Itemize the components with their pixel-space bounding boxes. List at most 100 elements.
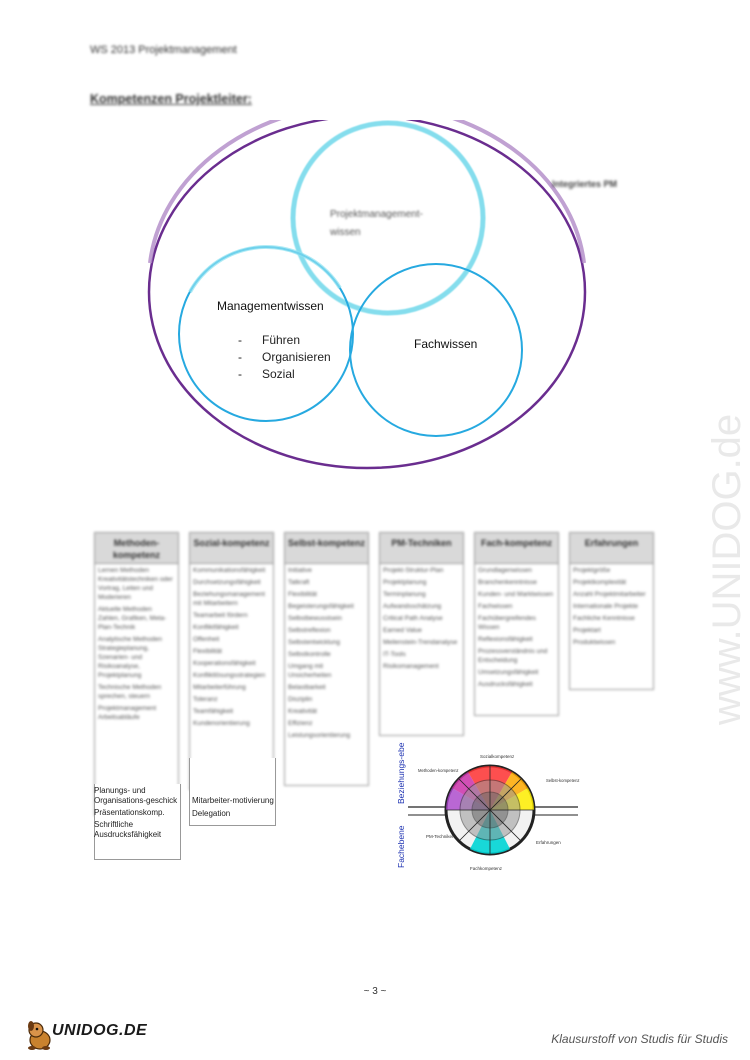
list-item: Projektkomplexität (573, 579, 627, 586)
column-body: Kommunikationsfähigkeit Durchsetzungsfäh… (189, 564, 274, 790)
list-item: Präsentationskomp. (94, 808, 165, 817)
list-item: Ausdrucksfähigkeit (478, 681, 533, 688)
axis-domain-label: Fachebene (396, 825, 406, 868)
domain-knowledge-circle (349, 263, 523, 437)
wheel-label-left-bottom: PM-Techniken (426, 834, 455, 839)
table-column: Erfahrungen Projektgröße Projektkomplexi… (569, 532, 654, 690)
list-item: Projektgröße (573, 567, 611, 574)
wheel-label-top: Sozialkompetenz (480, 754, 515, 759)
column-header: Fach-kompetenz (474, 532, 559, 564)
list-item: Earned Value (383, 627, 422, 634)
management-circle-top-highlight (188, 245, 342, 293)
competency-venn-diagram (147, 120, 587, 470)
logo-text: UNIDOG.DE (52, 1022, 148, 1039)
list-item: Konfliktfähigkeit (193, 624, 239, 631)
column-header: Selbst-kompetenz (284, 532, 369, 564)
watermark: www.UNIDOG.de (705, 414, 749, 726)
list-item: Projektmanagement Arbeitsabläufe (98, 705, 157, 721)
pm-knowledge-circle (290, 120, 486, 316)
list-item: Risikomanagement (383, 663, 439, 670)
list-item: Fachwissen (478, 603, 513, 610)
integrated-pm-label: Integriertes PM (552, 179, 618, 189)
column-header: Sozial-kompetenz (189, 532, 274, 564)
pm-knowledge-label: Projektmanagement-wissen (330, 209, 423, 238)
list-item: Beziehungsmanagement mit Mitarbeitern (193, 591, 265, 607)
list-item: Kreativität (288, 708, 317, 715)
list-item: Branchenkenntnisse (478, 579, 537, 586)
list-item: Meilenstein-Trendanalyse (383, 639, 458, 646)
list-item: Delegation (192, 809, 231, 818)
page-number: ~ 3 ~ (363, 986, 387, 997)
competency-wheel-diagram: Beziehungs-ebene Fachebene Sozialkompete… (396, 742, 580, 871)
domain-knowledge-label: Fachwissen (414, 337, 478, 351)
list-item: Effizienz (288, 720, 313, 727)
list-item: Begeisterungsfähigkeit (288, 603, 354, 610)
list-item: Kommunikationsfähigkeit (193, 567, 266, 574)
list-item: Umgang mit Unsicherheiten (288, 663, 332, 679)
column-header: Methoden-kompetenz (94, 532, 179, 564)
unidog-logo (28, 1021, 51, 1050)
list-item: -Organisieren (238, 350, 331, 364)
column-body: Projektgröße Projektkomplexität Anzahl P… (569, 564, 654, 690)
column-header: Erfahrungen (569, 532, 654, 564)
list-item: Schriftliche Ausdrucksfähigkeit (94, 820, 162, 839)
list-item: Kooperationsfähigkeit (193, 660, 256, 667)
list-item: Durchsetzungsfähigkeit (193, 579, 261, 586)
list-item: Technische Methoden sprechen, steuern (98, 684, 162, 700)
list-item: Konfliktlösungsstrategien (193, 672, 266, 679)
watermark-text: www.UNIDOG.de (705, 414, 749, 726)
list-item: Selbstkontrolle (288, 651, 331, 658)
list-item: Disziplin (288, 696, 313, 703)
list-item: Flexibilität (193, 648, 222, 655)
social-competency-visible-items: Mitarbeiter-motivierung Delegation (192, 796, 276, 822)
list-item: Projekt-Struktur-Plan (383, 567, 444, 574)
table-column: Methoden-kompetenz Lernen Methoden Kreat… (94, 532, 179, 816)
list-item: Teamfähigkeit (193, 708, 234, 715)
list-item: Flexibilität (288, 591, 317, 598)
list-item: Umsetzungsfähigkeit (478, 669, 539, 676)
list-item: Tatkraft (288, 579, 310, 586)
list-item: Kundenorientierung (193, 720, 250, 727)
list-item: Belastbarkeit (288, 684, 326, 691)
axis-relationship-label: Beziehungs-ebene (396, 742, 406, 804)
column-header: PM-Techniken (379, 532, 464, 564)
list-item: Planungs- und Organisations-geschick (94, 786, 178, 805)
list-item: Produktwissen (573, 639, 616, 646)
list-item: Critical Path Analyse (383, 615, 443, 622)
list-item: Teamarbeit fördern (193, 612, 248, 619)
wheel-label-left-top: Methoden-kompetenz (418, 768, 459, 773)
wheel-label-bottom: Fachkompetenz (470, 866, 503, 871)
list-item: Mitarbeiter-motivierung (192, 796, 274, 805)
list-item: Lernen Methoden Kreativitätstechniken od… (98, 567, 173, 601)
list-item: -Führen (238, 333, 301, 347)
table-column: Sozial-kompetenz Kommunikationsfähigkeit… (189, 532, 274, 790)
wheel-label-right-bottom: Erfahrungen (536, 840, 561, 845)
column-body: Initiative Tatkraft Flexibilität Begeist… (284, 564, 369, 786)
list-item: Reflexionsfähigkeit (478, 636, 533, 643)
list-item: Projektart (573, 627, 601, 634)
list-item: Prozessverständnis und Entscheidung (478, 648, 548, 664)
list-item: Internationale Projekte (573, 603, 639, 610)
list-item: Kunden- und Marktwissen (478, 591, 554, 598)
table-column: PM-Techniken Projekt-Struktur-Plan Proje… (379, 532, 464, 736)
management-knowledge-list: -Führen -Organisieren -Sozial (238, 332, 331, 383)
list-item: Mitarbeiterführung (193, 684, 246, 691)
table-column-footer (94, 784, 181, 860)
wheel-label-right-top: Selbst-kompetenz (546, 778, 580, 783)
method-competency-visible-items: Planungs- und Organisations-geschick Prä… (94, 786, 184, 842)
list-item: Projektplanung (383, 579, 427, 586)
list-item: -Sozial (238, 367, 295, 381)
table-column-footer (189, 758, 276, 826)
list-item: Aufwandsschätzung (383, 603, 442, 610)
list-item: Selbstreflexion (288, 627, 331, 634)
list-item: Anzahl Projektmitarbeiter (573, 591, 646, 598)
document-header: WS 2013 Projektmanagement (90, 44, 237, 56)
table-column: Selbst-kompetenz Initiative Tatkraft Fle… (284, 532, 369, 786)
column-body: Projekt-Struktur-Plan Projektplanung Ter… (379, 564, 464, 736)
list-item: Leistungsorientierung (288, 732, 351, 739)
list-item: Fachliche Kenntnisse (573, 615, 635, 622)
list-item: Fachübergreifendes Wissen (478, 615, 536, 631)
management-knowledge-title: Managementwissen (217, 299, 324, 313)
dog-icon (28, 1021, 51, 1050)
list-item: Selbstentwicklung (288, 639, 341, 646)
